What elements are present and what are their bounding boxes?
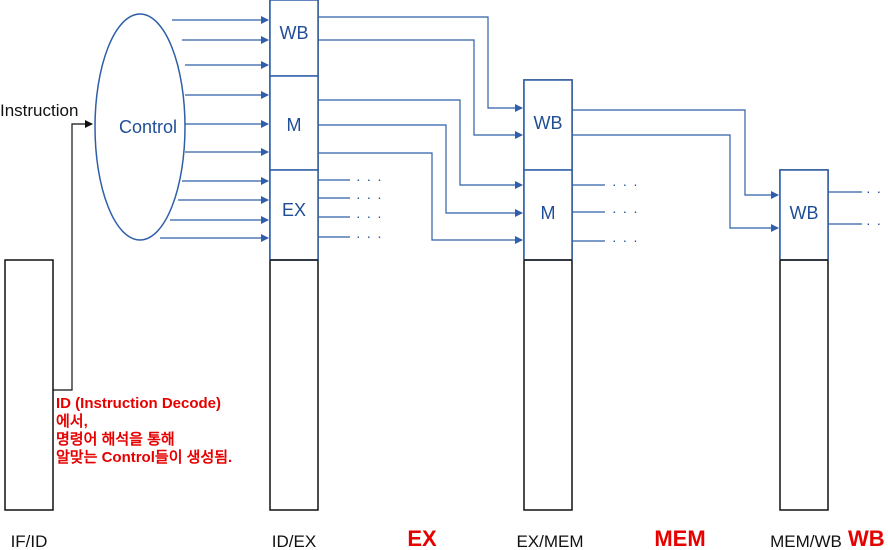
mem-ellipsis-1: · · · bbox=[612, 176, 639, 192]
id-ex-label: ID/EX bbox=[272, 532, 316, 550]
id-ex-to-ex-mem-wires bbox=[318, 16, 523, 244]
wb-ellipsis-2: · · · bbox=[866, 215, 888, 231]
control-outputs bbox=[160, 16, 269, 242]
control-label: Control bbox=[119, 117, 177, 137]
id-ex-register bbox=[269, 0, 319, 511]
instruction-label: Instruction bbox=[0, 101, 78, 120]
mem-wb-register bbox=[779, 169, 829, 511]
ex-control-stubs bbox=[318, 179, 350, 238]
stage-wb-label: WB bbox=[848, 526, 885, 550]
ex-ellipsis-4: · · · bbox=[356, 228, 383, 244]
if-id-register bbox=[4, 259, 54, 511]
control-unit bbox=[94, 13, 186, 241]
mem-ellipsis-2: · · · bbox=[612, 203, 639, 219]
svg-text:에서,: 에서, bbox=[56, 413, 88, 430]
id-ex-ex-field: EX bbox=[282, 200, 306, 220]
stage-mem-label: MEM bbox=[654, 526, 705, 550]
ex-mem-label: EX/MEM bbox=[516, 532, 583, 550]
id-ex-wb-field: WB bbox=[280, 23, 309, 43]
id-note: ID (Instruction Decode) 에서, 명령어 해석을 통해 알… bbox=[56, 395, 232, 466]
ex-ellipsis-1: · · · bbox=[356, 171, 383, 187]
svg-text:ID (Instruction Decode): ID (Instruction Decode) bbox=[56, 395, 221, 412]
svg-text:명령어 해석을 통해: 명령어 해석을 통해 bbox=[56, 430, 175, 448]
ex-mem-register bbox=[523, 79, 573, 511]
wb-ellipsis-1: · · · bbox=[866, 183, 888, 199]
svg-text:알맞는 Control들이 생성됨.: 알맞는 Control들이 생성됨. bbox=[56, 448, 232, 466]
mem-wb-wb-field: WB bbox=[790, 203, 819, 223]
ex-mem-m-field: M bbox=[541, 203, 556, 223]
wb-control-stubs bbox=[828, 191, 862, 225]
mem-ellipsis-3: · · · bbox=[612, 232, 639, 248]
stage-ex-label: EX bbox=[407, 526, 437, 550]
mem-wb-label: MEM/WB bbox=[770, 532, 842, 550]
ex-ellipsis-3: · · · bbox=[356, 208, 383, 224]
instruction-wire bbox=[53, 120, 93, 391]
ex-mem-to-mem-wb-wires bbox=[572, 109, 779, 232]
ex-mem-wb-field: WB bbox=[534, 113, 563, 133]
if-id-label: IF/ID bbox=[11, 532, 48, 550]
ex-ellipsis-2: · · · bbox=[356, 189, 383, 205]
id-ex-m-field: M bbox=[287, 115, 302, 135]
mem-control-stubs bbox=[572, 184, 605, 242]
